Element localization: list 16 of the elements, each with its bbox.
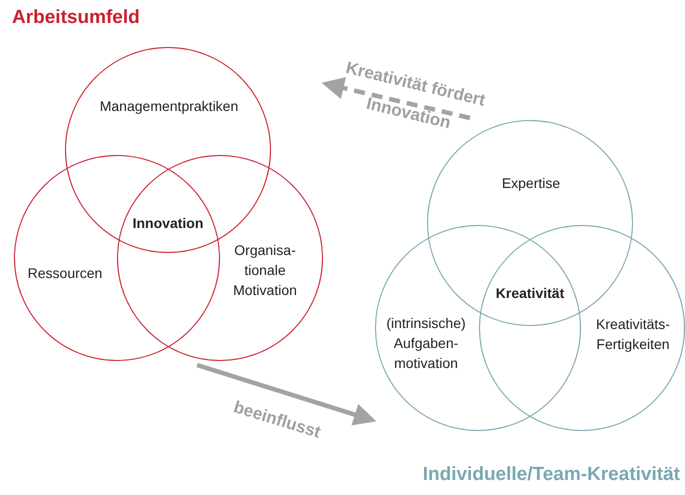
venn-circle bbox=[14, 155, 220, 361]
arrow bbox=[196, 362, 376, 426]
venn-circle bbox=[117, 155, 323, 361]
circle-label: Expertise bbox=[500, 174, 562, 193]
circle-label: Managementpraktiken bbox=[98, 97, 240, 116]
intersection-label: Innovation bbox=[118, 212, 218, 234]
venn-circle bbox=[375, 225, 581, 431]
venn-circle bbox=[479, 225, 685, 431]
group-title: Individuelle/Team-Kreativität bbox=[422, 464, 680, 486]
group-title: Arbeitsumfeld bbox=[12, 7, 140, 29]
circle-label: Ressourcen bbox=[26, 264, 104, 283]
circle-label: Kreativitäts-Fertigkeiten bbox=[595, 315, 671, 354]
circle-label: Organisa-tionale Motivation bbox=[232, 241, 298, 300]
dashed-arrow bbox=[322, 77, 470, 120]
intersection-label: Kreativität bbox=[480, 282, 580, 304]
circle-label: (intrinsische) Aufgaben-motivation bbox=[385, 314, 467, 373]
